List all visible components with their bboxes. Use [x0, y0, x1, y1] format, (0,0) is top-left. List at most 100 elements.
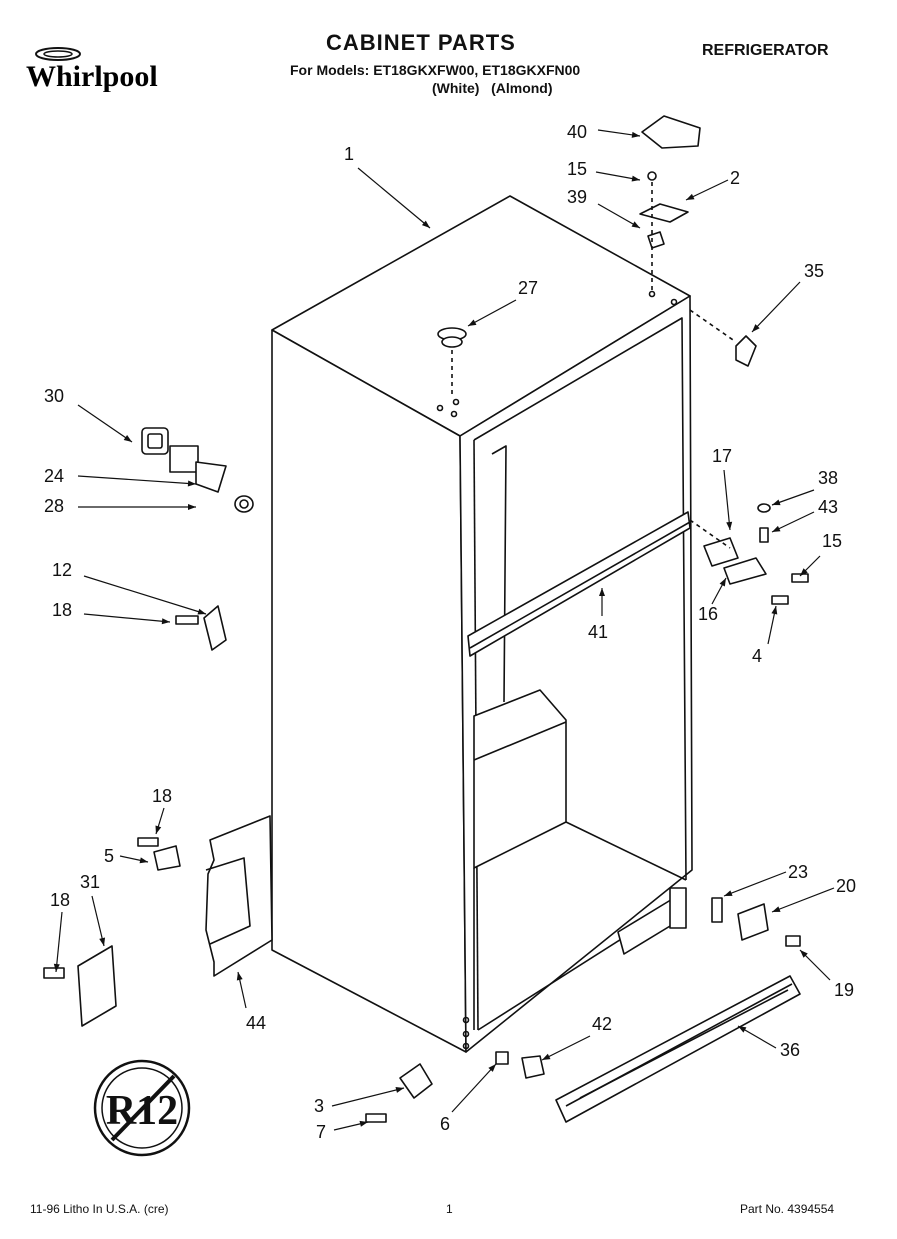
callout-leader-c6 [451, 1063, 497, 1113]
callout-label-c36: 36 [780, 1040, 800, 1060]
callout-label-c31: 31 [80, 872, 100, 892]
callout-label-c4: 4 [752, 646, 762, 666]
callout-leader-c30 [77, 404, 133, 443]
callout-leader-c12 [83, 575, 207, 615]
callout-arrow-c42 [542, 1053, 551, 1060]
callout-arrow-c24 [187, 480, 196, 487]
brand-name: Whirlpool [26, 60, 158, 92]
callout-label-c18c: 18 [50, 890, 70, 910]
callout-arrow-c39 [631, 221, 640, 228]
right-hinge-assembly [689, 503, 809, 605]
callout-arrow-c7 [359, 1120, 368, 1127]
callout-arrow-c2 [686, 193, 695, 200]
callout-arrow-c38 [772, 499, 781, 506]
callout-arrow-c31 [99, 937, 106, 946]
callout-label-c5: 5 [104, 846, 114, 866]
callout-leader-c17 [723, 469, 731, 531]
category-label: REFRIGERATOR [702, 42, 829, 59]
callout-leader-c31 [91, 895, 105, 947]
callout-arrow-c15b [800, 568, 808, 576]
r12-badge: R12 [93, 1059, 191, 1157]
callout-label-c39: 39 [567, 187, 587, 207]
callout-arrow-c35 [752, 324, 760, 332]
callout-arrow-c43 [772, 525, 781, 532]
top-plug-part [437, 327, 467, 398]
callout-arrow-c23 [724, 890, 733, 896]
callout-label-c43: 43 [818, 497, 838, 517]
callout-arrow-c6 [488, 1064, 496, 1072]
callout-label-c1: 1 [344, 144, 354, 164]
callout-label-c18a: 18 [52, 600, 72, 620]
callout-leader-c24 [77, 475, 197, 485]
callout-arrow-c1 [421, 220, 430, 228]
callout-arrow-c27 [468, 319, 477, 326]
callout-arrow-c4 [771, 606, 778, 615]
callout-arrow-c18a [161, 618, 170, 625]
print-info: 11-96 Litho In U.S.A. (cre) [30, 1202, 169, 1216]
callout-label-c40: 40 [567, 122, 587, 142]
whirlpool-logo-icon: Whirlpool [26, 47, 158, 93]
callout-label-c6: 6 [440, 1114, 450, 1134]
colors-line: (White) (Almond) [432, 80, 553, 96]
callout-label-c2: 2 [730, 168, 740, 188]
callout-arrow-c3 [395, 1087, 404, 1093]
page-title: CABINET PARTS [326, 30, 516, 55]
bottom-front-parts [365, 1051, 545, 1123]
top-hinge-part [639, 171, 689, 290]
callout-label-c38: 38 [818, 468, 838, 488]
callout-label-c12: 12 [52, 560, 72, 580]
callout-label-c3: 3 [314, 1096, 324, 1116]
callout-arrow-c28 [188, 504, 196, 510]
callout-leader-c1 [357, 167, 431, 229]
callout-label-c30: 30 [44, 386, 64, 406]
callout-arrow-c18b [155, 825, 162, 834]
callout-leader-c42 [541, 1035, 591, 1061]
top-cap-part [735, 335, 757, 367]
callout-label-c23: 23 [788, 862, 808, 882]
callout-label-c28: 28 [44, 496, 64, 516]
callout-label-c24: 24 [44, 466, 64, 486]
callout-arrow-c18c [53, 963, 60, 972]
callout-arrow-c5 [139, 857, 148, 864]
callout-label-c20: 20 [836, 876, 856, 896]
callout-leader-c23 [723, 871, 787, 897]
base-grille [555, 975, 801, 1123]
page-number: 1 [446, 1202, 453, 1216]
divider-bar [467, 511, 691, 657]
callout-leader-c39 [597, 203, 641, 229]
callout-label-c27: 27 [518, 278, 538, 298]
callout-label-c15b: 15 [822, 531, 842, 551]
cabinet-body [271, 195, 693, 1053]
callout-arrow-c19 [800, 950, 808, 958]
callout-label-c35: 35 [804, 261, 824, 281]
handle-parts [141, 427, 254, 513]
left-lower-parts [43, 815, 273, 1027]
callout-leader-c3 [331, 1087, 405, 1107]
brand-logo: Whirlpool [24, 42, 184, 93]
callout-label-c18b: 18 [152, 786, 172, 806]
callout-leader-c27 [467, 299, 517, 327]
callout-leader-c20 [771, 887, 835, 913]
callout-arrow-c20 [772, 906, 781, 912]
r12-badge-text: R12 [106, 1088, 178, 1134]
callout-leader-c18c [55, 911, 63, 973]
callout-label-c42: 42 [592, 1014, 612, 1034]
callout-arrow-c41 [599, 588, 605, 596]
callout-arrow-c44 [236, 972, 243, 981]
callout-label-c16: 16 [698, 604, 718, 624]
callout-label-c15a: 15 [567, 159, 587, 179]
callout-arrow-c16 [719, 578, 726, 587]
bottom-right-hinge [617, 887, 801, 955]
callout-arrow-c40 [631, 131, 640, 138]
callout-arrow-c36 [738, 1026, 747, 1033]
callout-arrow-c12 [197, 608, 206, 615]
callout-label-c7: 7 [316, 1122, 326, 1142]
callout-label-c19: 19 [834, 980, 854, 1000]
callout-arrow-c17 [726, 521, 733, 530]
callout-label-c44: 44 [246, 1013, 266, 1033]
hinge-cover-part [641, 115, 701, 149]
callout-leader-c18a [83, 613, 171, 623]
callout-leader-c35 [751, 281, 801, 333]
